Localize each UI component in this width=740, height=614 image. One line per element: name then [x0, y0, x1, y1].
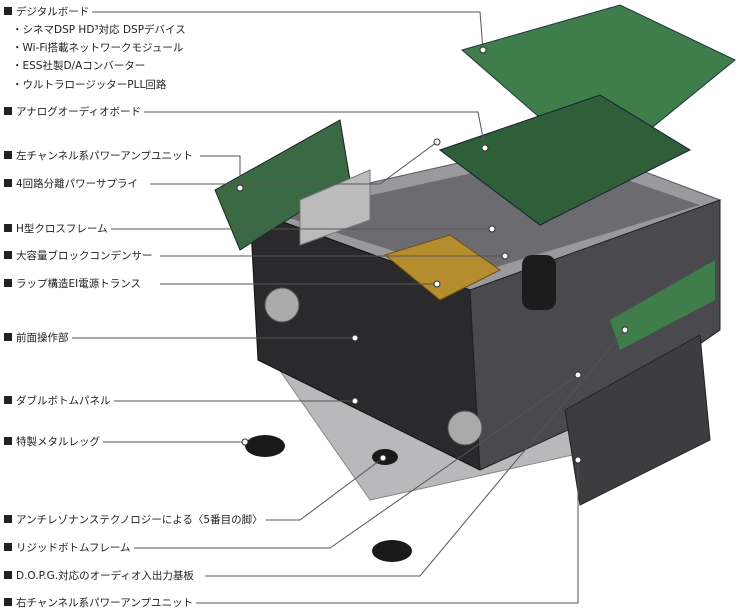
label-text: 左チャンネル系パワーアンプユニット	[16, 150, 194, 162]
leader-line	[200, 155, 241, 188]
label-text: 右チャンネル系パワーアンプユニット	[16, 597, 194, 609]
label-power-supply: 4回路分離パワーサプライ	[4, 178, 141, 191]
volume-knob	[264, 287, 300, 323]
analog-audio-board	[438, 94, 692, 226]
feature-dac: ・ESS社製D/Aコンバーター	[12, 60, 146, 72]
leader-dot	[488, 225, 496, 233]
label-text: アナログオーディオボード	[16, 106, 142, 118]
label-transformer: ラップ構造EI電源トランス	[4, 278, 145, 291]
left-amp-heatsink	[299, 169, 371, 246]
leader-line	[140, 111, 486, 149]
label-capacitor: 大容量ブロックコンデンサー	[4, 250, 156, 263]
metal-leg	[245, 435, 285, 457]
label-text: H型クロスフレーム	[16, 223, 108, 235]
label-analog-board: アナログオーディオボード	[4, 106, 145, 119]
leader-dot	[351, 397, 359, 405]
feature-wifi: ・Wi-Fi搭載ネットワークモジュール	[12, 42, 184, 54]
leader-line	[90, 11, 484, 51]
audio-io-board	[610, 260, 715, 350]
right-amp-unit	[564, 334, 711, 506]
label-digital-board: デジタルボード	[4, 6, 93, 19]
label-fifth-leg: アンチレゾナンステクノロジーによる〈5番目の脚〉	[4, 514, 266, 527]
leader-dot	[379, 454, 387, 462]
leader-dot	[241, 438, 249, 446]
label-text: 大容量ブロックコンデンサー	[16, 250, 153, 262]
label-text: ダブルボトムパネル	[16, 395, 111, 407]
leader-dot	[574, 371, 582, 379]
label-rigid-frame: リジッドボトムフレーム	[4, 542, 134, 555]
leader-dot	[621, 326, 629, 334]
label-front-panel: 前面操作部	[4, 332, 72, 345]
label-double-bottom: ダブルボトムパネル	[4, 395, 114, 408]
label-text: デジタルボード	[16, 6, 90, 18]
feature-dsp: ・シネマDSP HD³対応 DSPデバイス	[12, 24, 186, 36]
label-right-amp: 右チャンネル系パワーアンプユニット	[4, 597, 197, 610]
leader-line	[190, 460, 579, 604]
label-text: 特製メタルレッグ	[16, 436, 100, 448]
feature-pll: ・ウルトラロージッターPLL回路	[12, 79, 167, 91]
label-metal-leg: 特製メタルレッグ	[4, 436, 103, 449]
ei-transformer	[383, 234, 501, 301]
label-io-board: D.O.P.G.対応のオーディオ入出力基板	[4, 570, 197, 583]
label-text: D.O.P.G.対応のオーディオ入出力基板	[16, 570, 194, 582]
label-text: リジッドボトムフレーム	[16, 542, 131, 554]
leader-line	[255, 457, 384, 521]
leader-dot	[351, 334, 359, 342]
leader-line	[150, 141, 438, 185]
label-left-amp: 左チャンネル系パワーアンプユニット	[4, 150, 197, 163]
leader-dot	[479, 46, 487, 54]
label-text: 4回路分離パワーサプライ	[16, 178, 138, 190]
leader-dot	[501, 252, 509, 260]
block-capacitor	[522, 255, 556, 310]
leader-dot	[433, 138, 441, 146]
metal-leg-rear	[372, 540, 412, 562]
label-text: 前面操作部	[16, 332, 69, 344]
leader-line	[205, 329, 626, 577]
leader-dot	[481, 144, 489, 152]
label-text: アンチレゾナンステクノロジーによる〈5番目の脚〉	[16, 514, 263, 526]
leader-dot	[236, 184, 244, 192]
leader-dot	[433, 280, 441, 288]
leader-dot	[574, 456, 582, 464]
label-h-frame: H型クロスフレーム	[4, 223, 111, 236]
label-text: ラップ構造EI電源トランス	[16, 278, 142, 290]
input-knob	[447, 410, 483, 446]
leader-line	[110, 374, 579, 549]
